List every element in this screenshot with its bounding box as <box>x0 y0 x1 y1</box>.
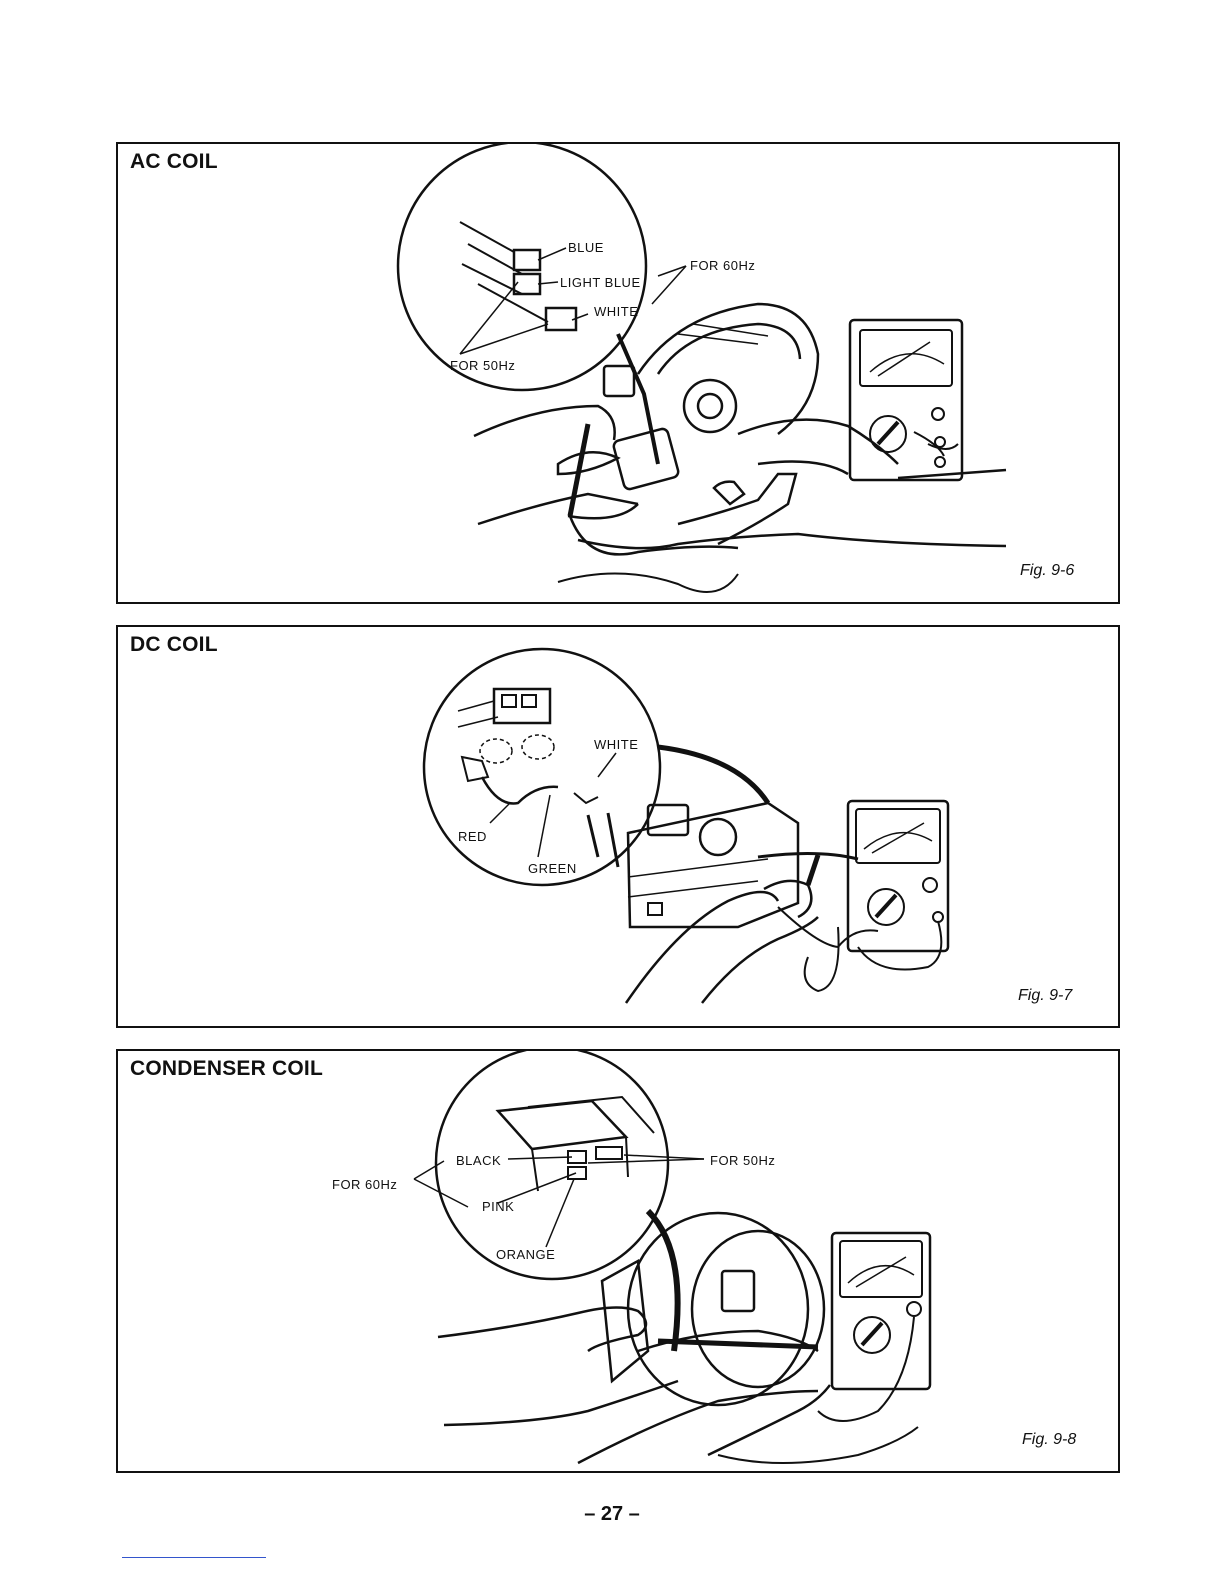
label-for-50hz: FOR 50Hz <box>450 358 515 373</box>
label-for-60hz: FOR 60Hz <box>332 1177 397 1192</box>
multimeter-icon <box>805 801 948 991</box>
ac-coil-panel: AC COIL <box>116 142 1120 604</box>
figure-label: Fig. 9-8 <box>1022 1431 1076 1449</box>
label-white: WHITE <box>594 304 638 319</box>
dc-connector-detail <box>424 649 660 885</box>
label-white: WHITE <box>594 737 638 752</box>
page-number: – 27 – <box>0 1503 1224 1526</box>
figure-label: Fig. 9-7 <box>1018 987 1072 1005</box>
ac-connector-detail <box>398 144 686 464</box>
generator-coil-icon <box>628 747 798 927</box>
figure-label: Fig. 9-6 <box>1020 562 1074 580</box>
dc-coil-panel: DC COIL <box>116 625 1120 1028</box>
condenser-coil-illustration: BLACK PINK ORANGE FOR 60Hz FOR 50Hz <box>118 1051 1118 1471</box>
label-light-blue: LIGHT BLUE <box>560 275 641 290</box>
label-pink: PINK <box>482 1199 514 1214</box>
multimeter-icon <box>850 320 962 480</box>
hands-with-probes-icon <box>474 406 1006 592</box>
label-orange: ORANGE <box>496 1247 555 1262</box>
ac-coil-illustration: BLUE LIGHT BLUE WHITE FOR 60Hz FOR 50Hz <box>118 144 1118 602</box>
footer-rule <box>122 1557 266 1558</box>
dc-coil-illustration: WHITE RED GREEN <box>118 627 1118 1026</box>
label-black: BLACK <box>456 1153 501 1168</box>
label-blue: BLUE <box>568 240 604 255</box>
generator-coil-icon <box>602 1211 824 1405</box>
label-for-50hz: FOR 50Hz <box>710 1153 775 1168</box>
label-green: GREEN <box>528 861 577 876</box>
label-for-60hz: FOR 60Hz <box>690 258 755 273</box>
label-red: RED <box>458 829 487 844</box>
condenser-coil-panel: CONDENSER COIL <box>116 1049 1120 1473</box>
multimeter-icon <box>818 1233 930 1421</box>
